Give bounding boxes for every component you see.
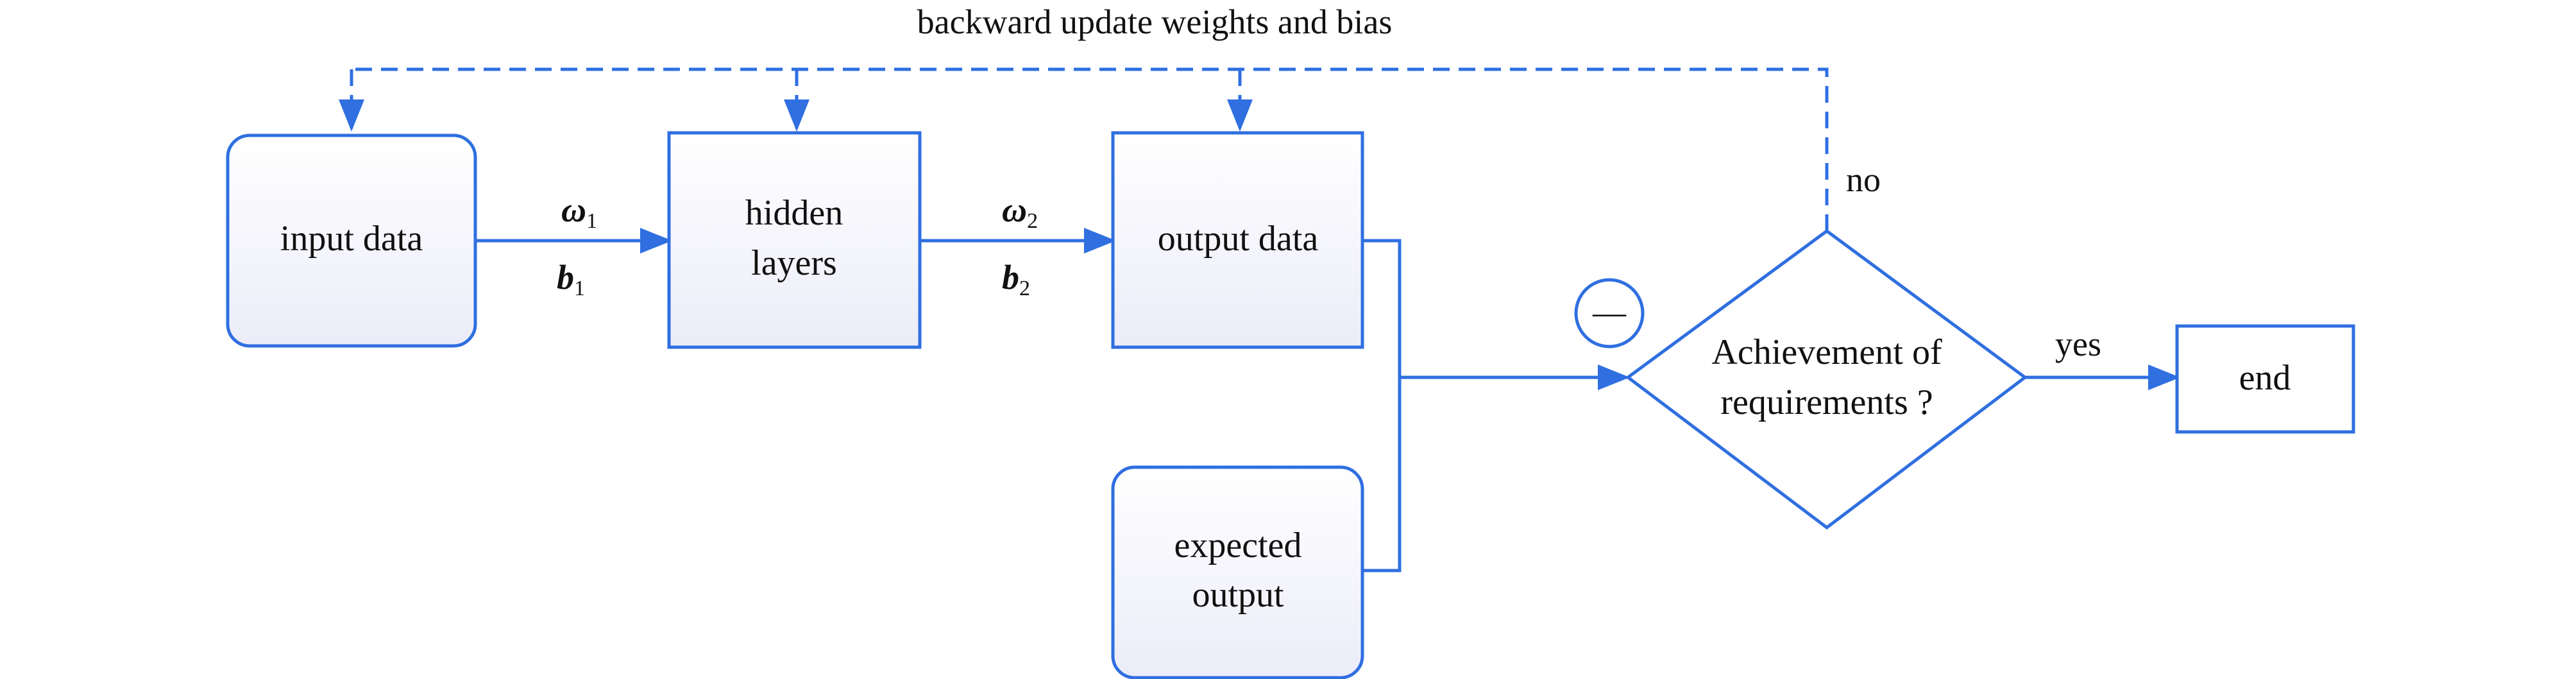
weight-subscript-2: 2 — [1027, 209, 1038, 233]
output-data-label: output data — [1158, 219, 1319, 259]
weight-symbol-1: ω — [561, 191, 586, 229]
feedback-label: backward update weights and bias — [917, 3, 1393, 41]
output-data-node: output data — [1111, 131, 1364, 349]
decision-label-line1: Achievement of — [1711, 332, 1942, 372]
subtract-sign: — — [1592, 295, 1627, 331]
hidden-layers-label-line1: hidden — [745, 193, 843, 233]
yes-label: yes — [2055, 325, 2101, 363]
merge-connector — [1362, 239, 1630, 572]
end-node: end — [2175, 324, 2355, 434]
expected-output-label-line1: expected — [1174, 526, 1302, 565]
end-label: end — [2239, 358, 2291, 398]
bias-subscript-1: 1 — [574, 277, 585, 300]
edge-decision-to-end: yes — [2025, 325, 2180, 390]
feedback-loop — [339, 67, 1829, 231]
edge-hidden-to-output: ω2 b2 — [920, 191, 1116, 300]
expected-output-label-line2: output — [1192, 575, 1284, 615]
bias-subscript-2: 2 — [1019, 277, 1030, 300]
bias-label-2: b2 — [1002, 258, 1030, 300]
decision-node: Achievement of requirements ? — [1625, 228, 2028, 530]
output-data-box — [1111, 131, 1364, 349]
bias-label-1: b1 — [557, 258, 585, 300]
decision-label-line2: requirements ? — [1720, 382, 1933, 422]
input-data-node: input data — [226, 133, 477, 348]
end-box — [2175, 324, 2355, 434]
weight-subscript-1: 1 — [586, 209, 597, 233]
expected-output-box — [1111, 465, 1364, 679]
weight-label-1: ω1 — [561, 191, 597, 233]
feedback-line-main — [352, 67, 1829, 231]
weight-label-2: ω2 — [1002, 191, 1038, 233]
hidden-layers-label-line2: layers — [751, 243, 837, 283]
edge-input-to-hidden: ω1 b1 — [475, 191, 672, 300]
output-to-merge-line — [1362, 239, 1402, 572]
hidden-layers-box — [667, 131, 922, 349]
hidden-layers-node: hidden layers — [667, 131, 922, 349]
bias-symbol-1: b — [557, 258, 574, 297]
input-data-label: input data — [280, 219, 423, 259]
expected-output-node: expected output — [1111, 465, 1364, 679]
decision-diamond — [1625, 228, 2028, 530]
no-label: no — [1846, 160, 1881, 199]
subtract-symbol: — — [1574, 278, 1645, 348]
bias-symbol-2: b — [1002, 258, 1019, 297]
subtract-circle — [1574, 278, 1645, 348]
weight-symbol-2: ω — [1002, 191, 1027, 229]
